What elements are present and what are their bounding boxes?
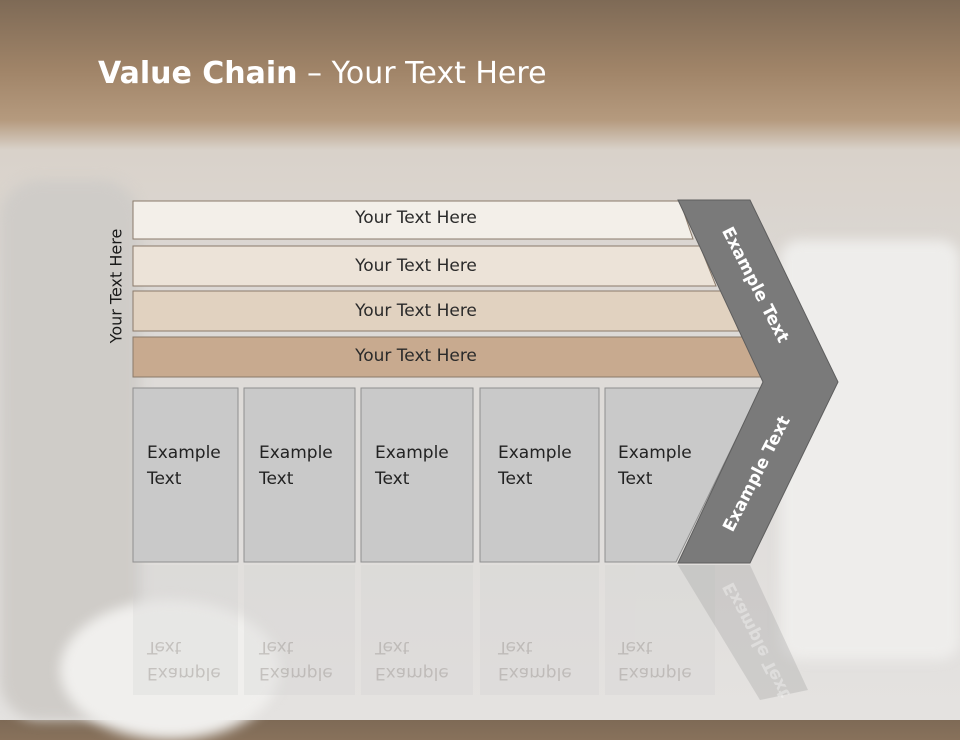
- row-label-3: Your Text Here: [355, 301, 477, 321]
- chevron-reflection: [678, 565, 808, 700]
- background-shape: [780, 240, 960, 660]
- chevron-arrow: [677, 199, 839, 564]
- row-bar-2: [132, 245, 717, 287]
- cell-box-3: [360, 387, 474, 563]
- title-bold: Value Chain: [98, 56, 298, 91]
- cell-reflection: [133, 565, 238, 695]
- cell-box-2: [243, 387, 356, 563]
- background-shape: [60, 600, 280, 740]
- row-label-4: Your Text Here: [355, 346, 477, 366]
- cell-reflection: [480, 565, 599, 695]
- cell-box-5: [604, 387, 762, 563]
- page-title: Value Chain – Your Text Here: [98, 56, 547, 91]
- row-bar-1: [132, 200, 694, 240]
- title-rest: – Your Text Here: [297, 56, 547, 91]
- cell-box-4: [479, 387, 600, 563]
- row-label-1: Your Text Here: [355, 208, 477, 228]
- cell-box-1: [132, 387, 239, 563]
- cell-reflection: [244, 565, 355, 695]
- row-label-2: Your Text Here: [355, 256, 477, 276]
- cell-reflection: [361, 565, 473, 695]
- value-chain-diagram: [132, 199, 839, 700]
- cell-reflection: [605, 565, 715, 695]
